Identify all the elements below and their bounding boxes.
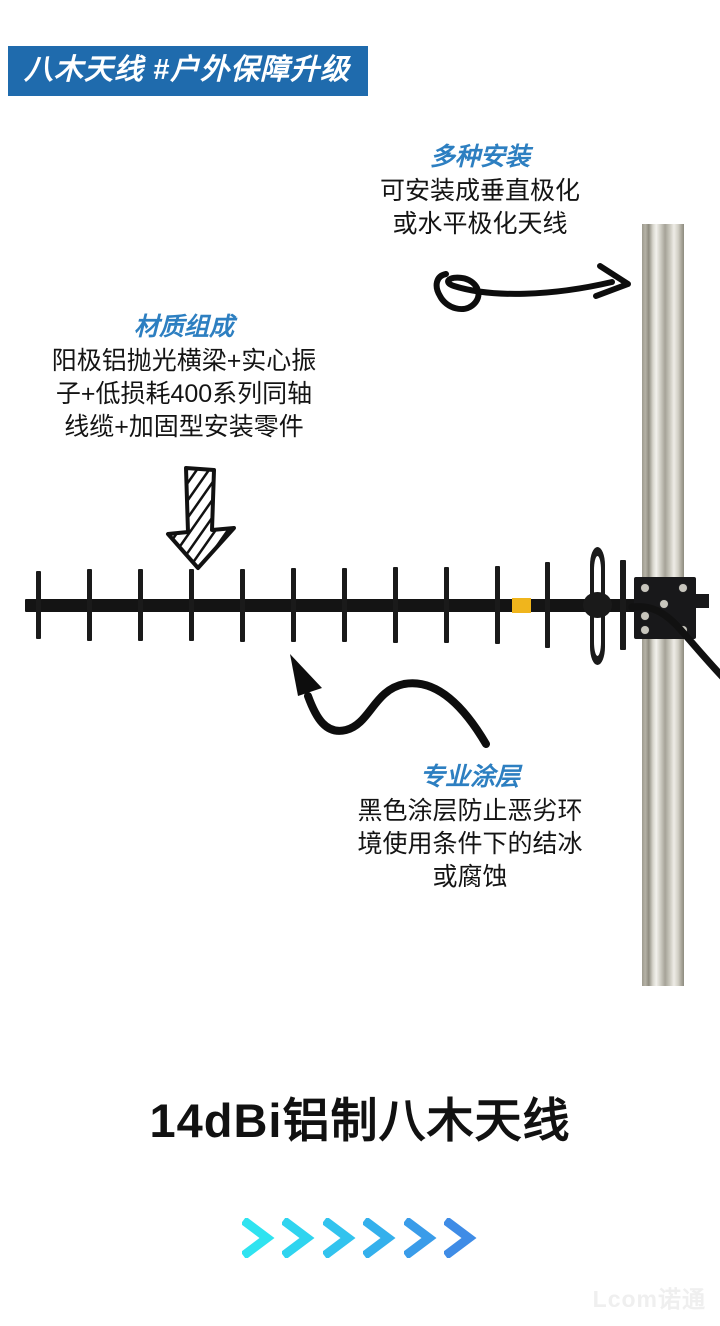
annotation-material-line-2: 子+低损耗400系列同轴 [55,380,313,409]
annotation-material: 材质组成 阳极铝抛光横梁+实心振 子+低损耗400系列同轴 线缆+加固型安装零件 [0,312,368,444]
antenna-director [138,569,143,641]
antenna-bracket-tab [687,594,709,608]
antenna-director [189,569,194,641]
antenna-marker-band [512,598,531,613]
antenna-director [87,569,92,641]
antenna-director [36,571,41,639]
annotation-coating-line-1: 黑色涂层防止恶劣环 [357,797,583,826]
antenna-reflector [620,560,626,650]
annotation-mounting-title: 多种安装 [429,143,530,171]
chevron-right-icon [322,1218,356,1258]
chevron-right-icon [282,1218,315,1258]
annotation-coating-title: 专业涂层 [419,763,520,791]
hatched-down-arrow-icon [166,466,236,570]
bracket-bolt-icon [641,626,649,634]
antenna-director [545,562,550,648]
chevron-right-icon [444,1218,477,1258]
bracket-bolt-icon [679,584,687,592]
yagi-antenna [0,500,720,700]
coax-cable [628,603,720,680]
annotation-material-line-1: 阳极铝抛光横梁+实心振 [51,347,317,376]
annotation-coating-line-3: 或腐蚀 [432,863,508,892]
annotation-mounting-line-2: 或水平极化天线 [392,210,568,239]
chevron-right-icon [403,1218,437,1258]
bracket-bolt-icon [660,600,668,608]
bracket-bolt-icon [641,612,649,620]
antenna-director [444,567,449,643]
chevron-right-icon [363,1218,396,1258]
antenna-director [240,569,245,642]
antenna-director [495,566,500,644]
antenna-director [291,568,296,642]
chevron-row [0,1218,720,1274]
curved-arrow-to-mast-icon [433,263,631,313]
annotation-coating-line-2: 境使用条件下的结冰 [357,830,583,859]
watermark: Lcom诺通 [592,1286,706,1312]
header-banner: 八木天线 #户外保障升级 [8,46,369,97]
product-caption: 14dBi铝制八木天线 [149,1094,571,1147]
annotation-material-title: 材质组成 [133,313,234,341]
annotation-material-line-3: 线缆+加固型安装零件 [64,413,304,442]
annotation-mounting-line-1: 可安装成垂直极化 [379,177,580,206]
antenna-boom [25,599,645,612]
antenna-feed-hub [583,592,612,618]
annotation-coating: 专业涂层 黑色涂层防止恶劣环 境使用条件下的结冰 或腐蚀 [305,762,635,894]
antenna-director [342,568,347,642]
header-banner-text: 八木天线 #户外保障升级 [24,54,351,86]
bracket-bolt-icon [641,584,649,592]
antenna-director [393,567,398,643]
curved-arrow-to-antenna-icon [290,654,490,748]
annotation-mounting: 多种安装 可安装成垂直极化 或水平极化天线 [330,142,630,241]
chevron-right-icon [241,1218,275,1258]
